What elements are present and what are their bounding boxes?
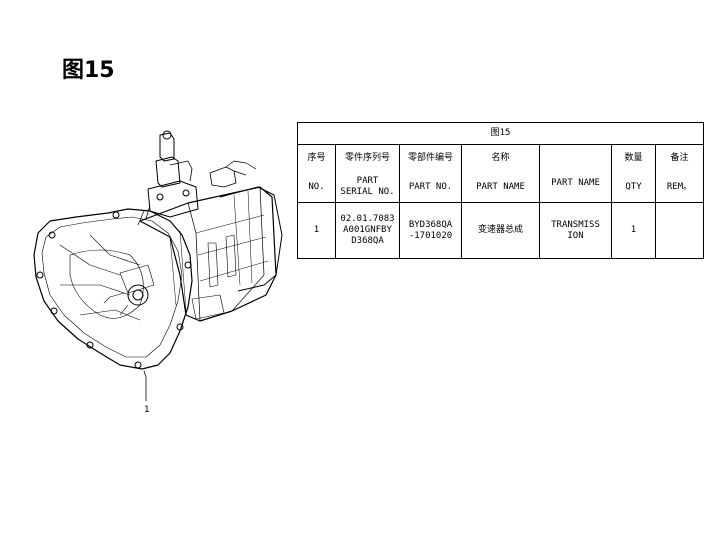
cell-remark [654,202,705,259]
transmission-assembly-drawing: 1 [33,130,283,415]
table-caption-row: 图15 [296,122,705,145]
header-remark-cn: 备注 [654,144,705,173]
header-no-cn: 序号 [297,144,336,173]
header-part-no-cn: 零部件编号 [399,144,462,173]
cell-name-en: TRANSMISS ION [539,202,612,259]
header-row-en: NO. PART SERIAL NO. PART NO. PART NAME Q… [297,172,705,203]
header-name-en: PART NAME [461,172,540,203]
callout-number: 1 [144,405,150,415]
header-no-en: NO. [297,172,336,203]
header-part-no-en: PART NO. [399,172,462,203]
header-serial-en: PART SERIAL NO. [335,172,400,203]
header-part-name-en: PART NAME [539,144,612,203]
parts-table: 图15 序号 零件序列号 零部件编号 名称 PART NAME 数量 备注 NO… [296,122,705,259]
cell-qty: 1 [611,202,656,259]
table-row: 1 02.01.7083 A001GNFBY D368QA BYD368QA -… [297,202,705,259]
table-caption: 图15 [296,122,705,145]
cell-no: 1 [297,202,336,259]
cell-part-no: BYD368QA -1701020 [399,202,462,259]
cell-serial: 02.01.7083 A001GNFBY D368QA [335,202,400,259]
header-part-name-en-label: PART NAME [551,178,600,188]
header-name-cn: 名称 [461,144,540,173]
header-serial-cn: 零件序列号 [335,144,400,173]
page-title: 图15 [62,58,115,83]
cell-name-cn: 变速器总成 [461,202,540,259]
header-qty-en: QTY [611,172,656,203]
header-remark-en: REM。 [654,172,705,203]
header-qty-cn: 数量 [611,144,656,173]
transmission-illustration [33,130,283,401]
header-row-cn: 序号 零件序列号 零部件编号 名称 PART NAME 数量 备注 [297,144,705,203]
